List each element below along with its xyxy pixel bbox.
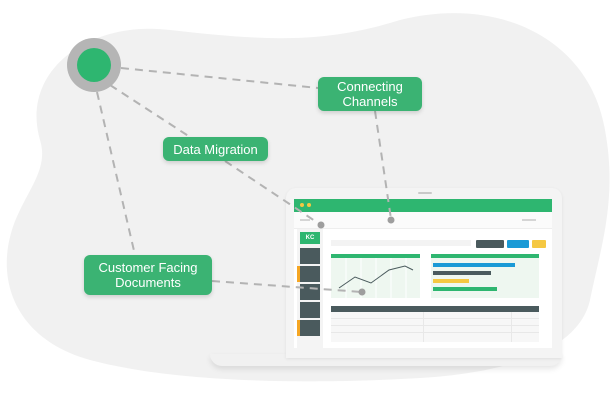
connector-dot bbox=[387, 216, 395, 224]
label-customer-facing-documents: Customer Facing Documents bbox=[84, 255, 212, 295]
header-button-yellow[interactable] bbox=[532, 240, 546, 248]
laptop: KC bbox=[286, 188, 562, 358]
label-data-migration: Data Migration bbox=[163, 137, 268, 161]
line-documents-to-laptop bbox=[211, 280, 363, 293]
header-button-dark[interactable] bbox=[476, 240, 504, 248]
bar-chart-panel bbox=[431, 254, 539, 298]
panel-header bbox=[331, 254, 420, 258]
bar-item bbox=[433, 271, 491, 275]
sidebar-accent bbox=[297, 266, 300, 282]
hub-node-core bbox=[77, 48, 111, 82]
line-channels-to-laptop bbox=[374, 110, 392, 220]
line-hub-to-documents bbox=[96, 91, 136, 256]
content-header bbox=[331, 240, 471, 246]
toolbar-placeholder bbox=[522, 219, 536, 221]
bar-item bbox=[433, 279, 469, 283]
window-dot bbox=[300, 203, 304, 207]
header-button-blue[interactable] bbox=[507, 240, 529, 248]
line-chart-panel bbox=[331, 254, 420, 298]
sidebar-item[interactable] bbox=[300, 266, 320, 282]
hub-node bbox=[67, 38, 121, 92]
data-table-header bbox=[331, 306, 539, 312]
line-chart bbox=[338, 258, 414, 298]
line-migration-to-laptop bbox=[224, 160, 322, 226]
sidebar-item[interactable] bbox=[300, 320, 320, 336]
kc-logo: KC bbox=[300, 232, 320, 244]
data-table bbox=[331, 312, 539, 342]
table-divider bbox=[511, 312, 512, 342]
connector-dot bbox=[317, 221, 325, 229]
line-hub-to-channels bbox=[120, 67, 319, 89]
line-hub-to-migration bbox=[109, 84, 191, 138]
app-toolbar bbox=[294, 212, 552, 229]
sidebar-item[interactable] bbox=[300, 302, 320, 318]
table-divider bbox=[423, 312, 424, 342]
panel-header bbox=[431, 254, 539, 258]
laptop-camera bbox=[418, 192, 432, 194]
app-title-bar bbox=[294, 199, 552, 212]
window-dot bbox=[307, 203, 311, 207]
table-row bbox=[331, 318, 539, 319]
table-row bbox=[331, 325, 539, 326]
sidebar-accent bbox=[297, 320, 300, 336]
label-connecting-channels: Connecting Channels bbox=[318, 77, 422, 111]
bar-item bbox=[433, 263, 515, 267]
connector-dot bbox=[358, 288, 366, 296]
toolbar-placeholder bbox=[300, 219, 310, 221]
sidebar-item[interactable] bbox=[300, 248, 320, 264]
bar-item bbox=[433, 287, 497, 291]
table-row bbox=[331, 332, 539, 333]
